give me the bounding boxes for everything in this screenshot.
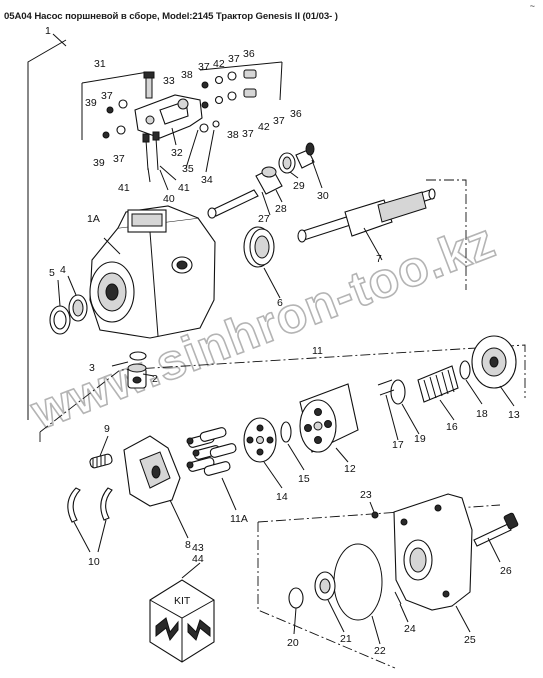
callout-1: 1 xyxy=(45,25,51,37)
callout-11a: 11A xyxy=(230,513,248,525)
callout-39: 39 xyxy=(93,157,105,169)
callout-37: 37 xyxy=(242,128,254,140)
callout-34: 34 xyxy=(201,174,213,186)
callout-42: 42 xyxy=(258,121,270,133)
callout-37: 37 xyxy=(228,53,240,65)
bearing-6 xyxy=(243,226,275,268)
callout-27: 27 xyxy=(258,213,270,225)
callout-40: 40 xyxy=(163,193,175,205)
drive-shaft xyxy=(297,188,436,243)
callout-8: 8 xyxy=(185,539,191,551)
callout-22: 22 xyxy=(374,645,386,657)
callout-5: 5 xyxy=(49,267,55,279)
callout-13: 13 xyxy=(508,409,520,421)
callout-2: 2 xyxy=(152,373,158,385)
pistons-11a xyxy=(186,427,237,476)
callout-1a: 1A xyxy=(87,213,100,225)
callout-16: 16 xyxy=(446,421,458,433)
callout-37: 37 xyxy=(273,115,285,127)
callout-20: 20 xyxy=(287,637,299,649)
callout-11: 11 xyxy=(312,345,323,357)
callout-23: 23 xyxy=(360,489,372,501)
callout-35: 35 xyxy=(182,163,194,175)
pump-housing xyxy=(89,205,216,339)
control-valve-group xyxy=(102,69,257,171)
kit-label: KIT xyxy=(174,595,191,607)
callout-41: 41 xyxy=(118,182,130,194)
callout-43: 43 xyxy=(192,542,204,554)
shaft-seals xyxy=(49,294,88,335)
callout-39: 39 xyxy=(85,97,97,109)
callout-37: 37 xyxy=(198,61,210,73)
leader-lines xyxy=(57,127,515,645)
callout-15: 15 xyxy=(298,473,310,485)
callout-9: 9 xyxy=(104,423,110,435)
callout-19: 19 xyxy=(414,433,426,445)
end-cover xyxy=(288,493,519,621)
callout-24: 24 xyxy=(404,623,416,635)
callout-38: 38 xyxy=(227,129,239,141)
upper-small-parts xyxy=(207,142,315,219)
callout-6: 6 xyxy=(277,297,283,309)
small-valve-2-3 xyxy=(127,351,147,389)
callout-41: 41 xyxy=(178,182,190,194)
callout-21: 21 xyxy=(340,633,352,645)
callout-4: 4 xyxy=(60,264,66,276)
callout-18: 18 xyxy=(476,408,488,420)
callout-3: 3 xyxy=(89,362,95,374)
callout-25: 25 xyxy=(464,634,476,646)
callout-30: 30 xyxy=(317,190,329,202)
callout-7: 7 xyxy=(376,253,382,265)
kit-box: KIT xyxy=(149,562,215,663)
callout-32: 32 xyxy=(171,147,183,159)
callout-28: 28 xyxy=(275,203,287,215)
callout-14: 14 xyxy=(276,491,288,503)
callout-37: 37 xyxy=(101,90,113,102)
swash-carrier xyxy=(67,435,181,523)
corner-mark: ~ xyxy=(529,1,535,11)
callout-29: 29 xyxy=(293,180,305,192)
callout-31: 31 xyxy=(94,58,106,70)
page-title: 05A04 Насос поршневой в сборе, Model:214… xyxy=(4,11,338,22)
callout-12: 12 xyxy=(344,463,356,475)
callout-33: 33 xyxy=(163,75,175,87)
callout-36: 36 xyxy=(290,108,302,120)
rotating-group xyxy=(186,335,517,476)
callout-26: 26 xyxy=(500,565,512,577)
callout-37: 37 xyxy=(113,153,125,165)
callout-38: 38 xyxy=(181,69,193,81)
callout-36: 36 xyxy=(243,48,255,60)
callout-labels: 1 31 33 38 37 42 37 36 39 37 36 37 42 37… xyxy=(45,25,520,657)
callout-17: 17 xyxy=(392,439,404,451)
callout-42: 42 xyxy=(213,58,225,70)
callout-44: 44 xyxy=(192,553,204,565)
callout-10: 10 xyxy=(88,556,100,568)
